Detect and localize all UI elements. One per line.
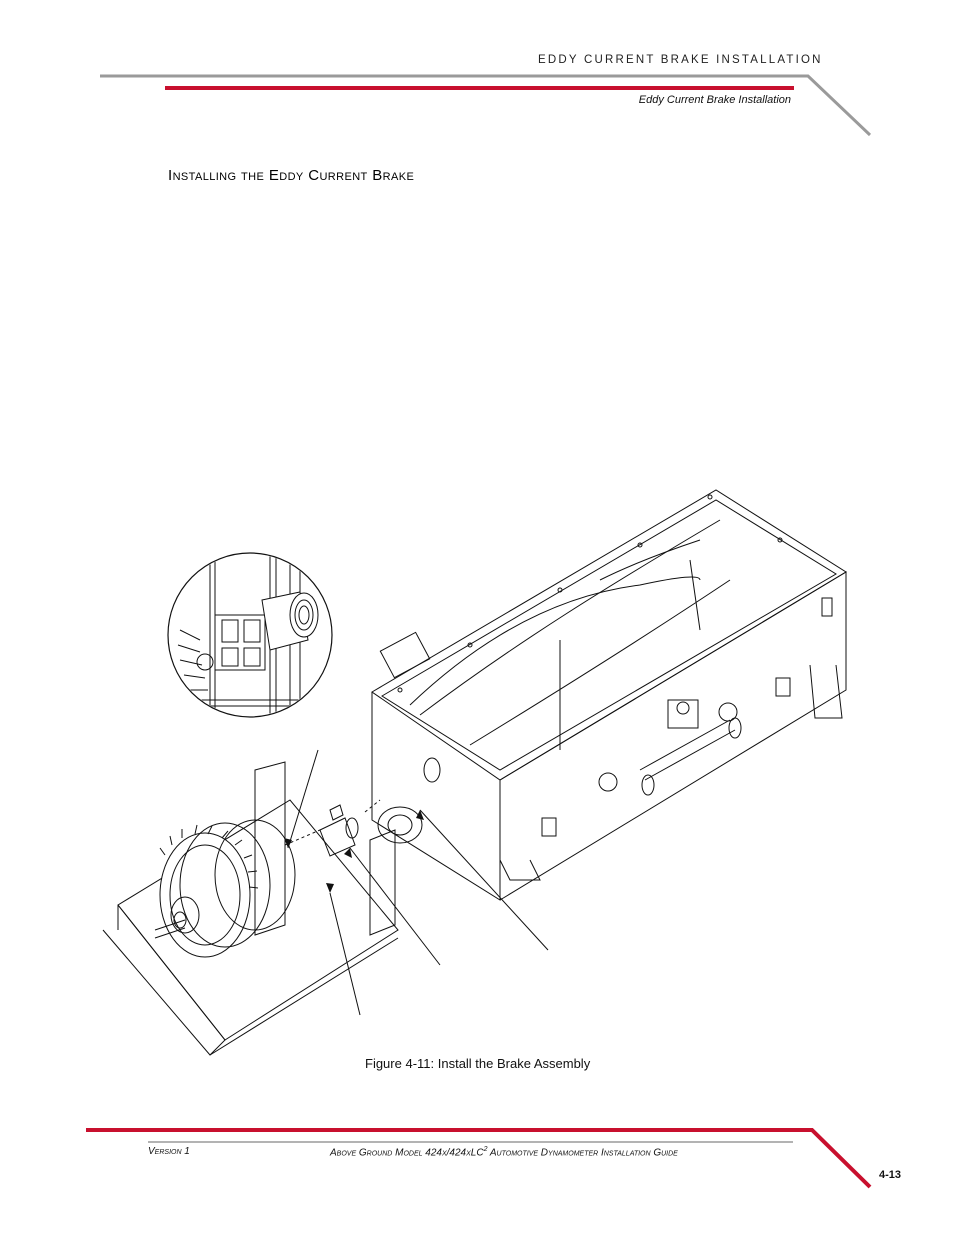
footer-doc-title-post: Automotive Dynamometer Installation Guid… <box>487 1147 678 1159</box>
footer-red-rule <box>86 1128 872 1189</box>
dyno-frame <box>371 489 847 901</box>
header-gray-rule <box>100 74 872 137</box>
detail-inset <box>167 552 333 718</box>
page-number: 4-13 <box>879 1169 902 1181</box>
footer-doc-title-pre: Above Ground Model 424x/424xLC <box>330 1147 484 1159</box>
footer-version: Version 1 <box>148 1146 190 1157</box>
chapter-header: EDDY CURRENT BRAKE INSTALLATION <box>538 54 823 66</box>
section-title: Installing the Eddy Current Brake <box>168 167 415 184</box>
figure-caption: Figure 4-11: Install the Brake Assembly <box>365 1056 591 1071</box>
footer-doc-title-sup: 2 <box>483 1146 488 1153</box>
section-header: Eddy Current Brake Installation <box>638 94 791 106</box>
eddy-brake <box>102 761 399 1056</box>
footer-document-title: Above Ground Model 424x/424xLC2 Automoti… <box>330 1146 678 1158</box>
leader-lines <box>287 749 549 1016</box>
